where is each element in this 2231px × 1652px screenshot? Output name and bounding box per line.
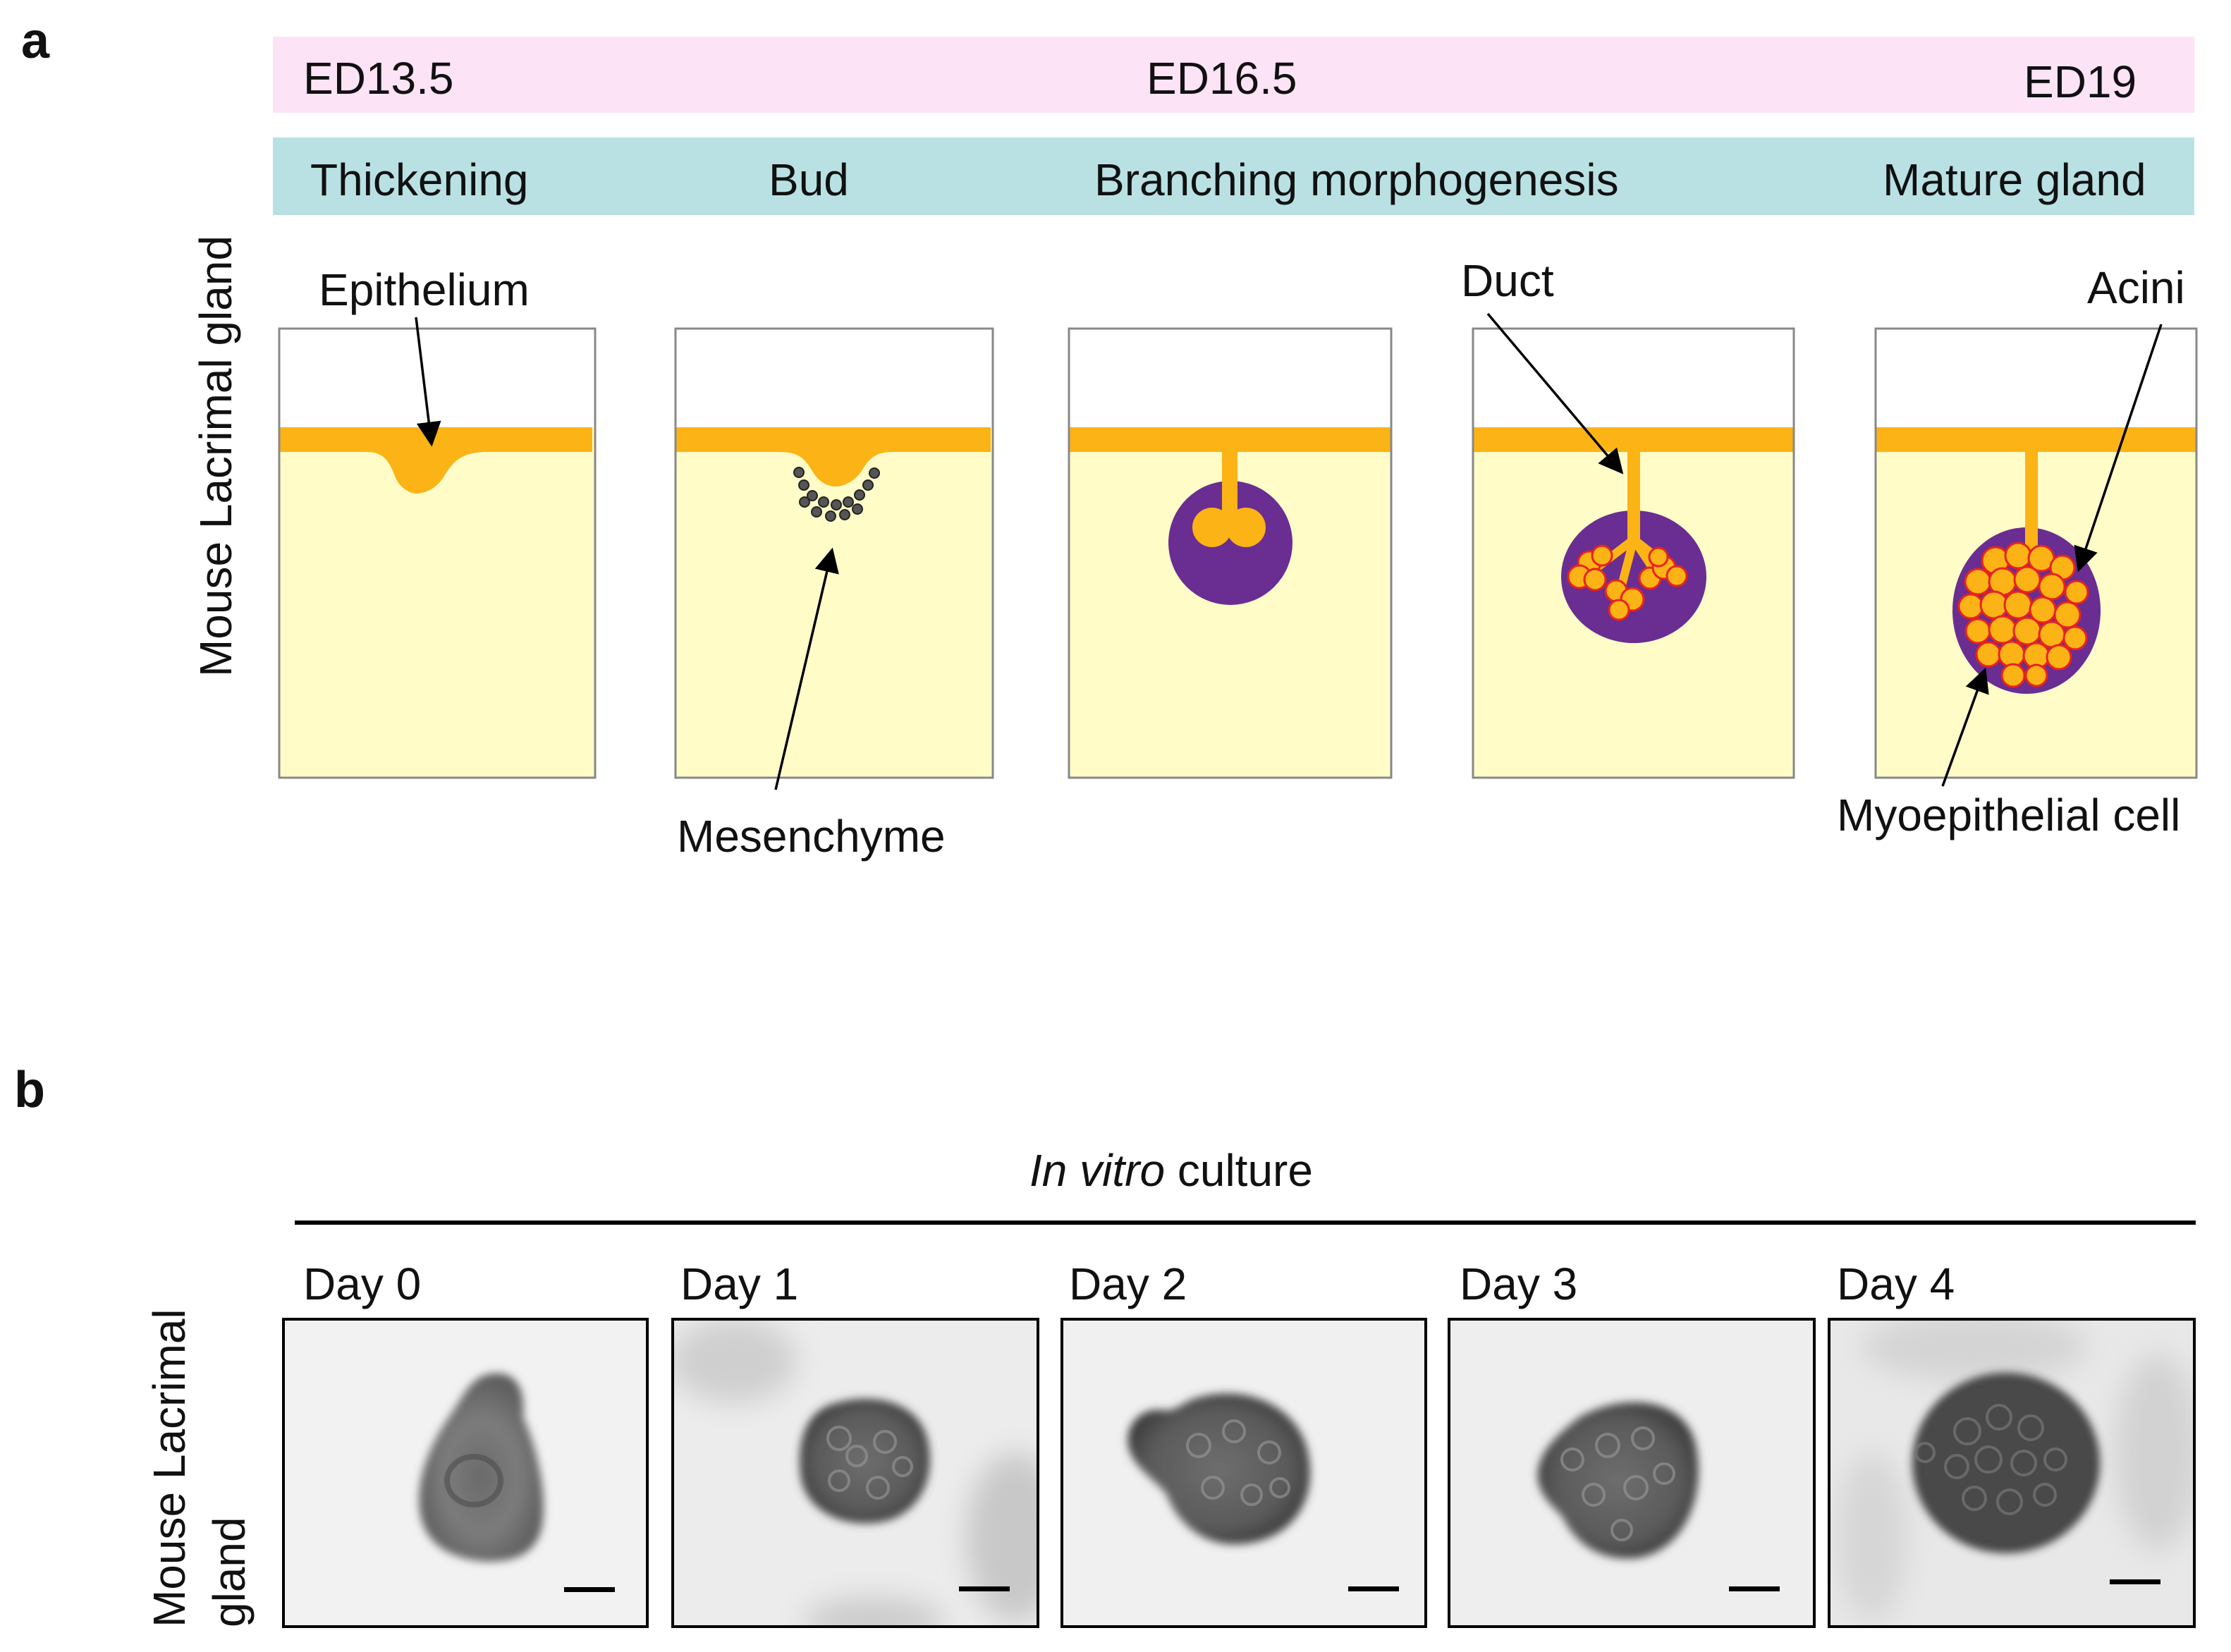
day-label-2: Day 2: [1069, 1259, 1187, 1309]
frame-day-3: [1448, 1318, 1816, 1628]
micrograph-day-2: [1062, 1319, 1426, 1627]
frame-day-2: [1061, 1318, 1427, 1628]
label-mesenchyme: Mesenchyme: [677, 811, 946, 862]
bud-epithelium: [676, 427, 991, 487]
micrograph-day-4: [1829, 1319, 2194, 1627]
arrow-duct: [1486, 312, 1624, 475]
diagram-mature-gland: [1874, 327, 2198, 779]
arrow-mesenchyme: [774, 547, 839, 790]
frame-day-1: [671, 1318, 1039, 1628]
panel-a-letter: a: [21, 13, 50, 69]
panel-a-side-label: Mouse Lacrimal gland: [190, 235, 241, 677]
panel-b-side-label-line1: Mouse Lacrimal: [144, 1309, 195, 1627]
day-label-4: Day 4: [1837, 1259, 1955, 1309]
timeline-bar: [273, 37, 2194, 113]
diagram-thickening: [278, 327, 597, 779]
arrow-acini: [2074, 324, 2163, 573]
timeline-label-ed19: ED19: [2024, 56, 2137, 107]
epithelium-layer: [279, 427, 592, 494]
day-label-0: Day 0: [303, 1259, 421, 1309]
micrograph-day-3: [1449, 1319, 1814, 1627]
timeline-label-ed13-5: ED13.5: [303, 53, 453, 104]
panel-b-letter: b: [14, 1062, 45, 1118]
stage-bar: [273, 137, 2194, 215]
panel-b-title: In vitro culture: [1029, 1145, 1313, 1196]
panel-b-side-label-line2: gland: [204, 1517, 255, 1627]
stage-label-thickening: Thickening: [310, 154, 529, 205]
day-label-1: Day 1: [680, 1259, 798, 1309]
label-duct: Duct: [1461, 255, 1554, 306]
stage-label-bud: Bud: [769, 154, 849, 205]
micrograph-day-0: [283, 1319, 647, 1627]
label-epithelium: Epithelium: [319, 264, 530, 315]
micrograph-day-1: [673, 1319, 1038, 1627]
arrow-epithelium: [415, 317, 441, 447]
stage-label-branching: Branching morphogenesis: [1094, 154, 1619, 205]
frame-day-4: [1828, 1318, 2196, 1628]
day-label-3: Day 3: [1460, 1259, 1577, 1309]
timeline-label-ed16-5: ED16.5: [1147, 53, 1297, 104]
diagram-branching-late: [1472, 327, 1795, 779]
mesenchyme-cells: [793, 467, 880, 522]
stage-label-mature: Mature gland: [1883, 154, 2146, 205]
frame-day-0: [282, 1318, 649, 1628]
diagram-branching-early: [1068, 327, 1393, 779]
diagram-bud: [674, 327, 994, 779]
label-acini: Acini: [2087, 262, 2185, 313]
arrow-myoepithelial: [1941, 667, 1989, 787]
label-myoepithelial: Myoepithelial cell: [1837, 790, 2180, 840]
